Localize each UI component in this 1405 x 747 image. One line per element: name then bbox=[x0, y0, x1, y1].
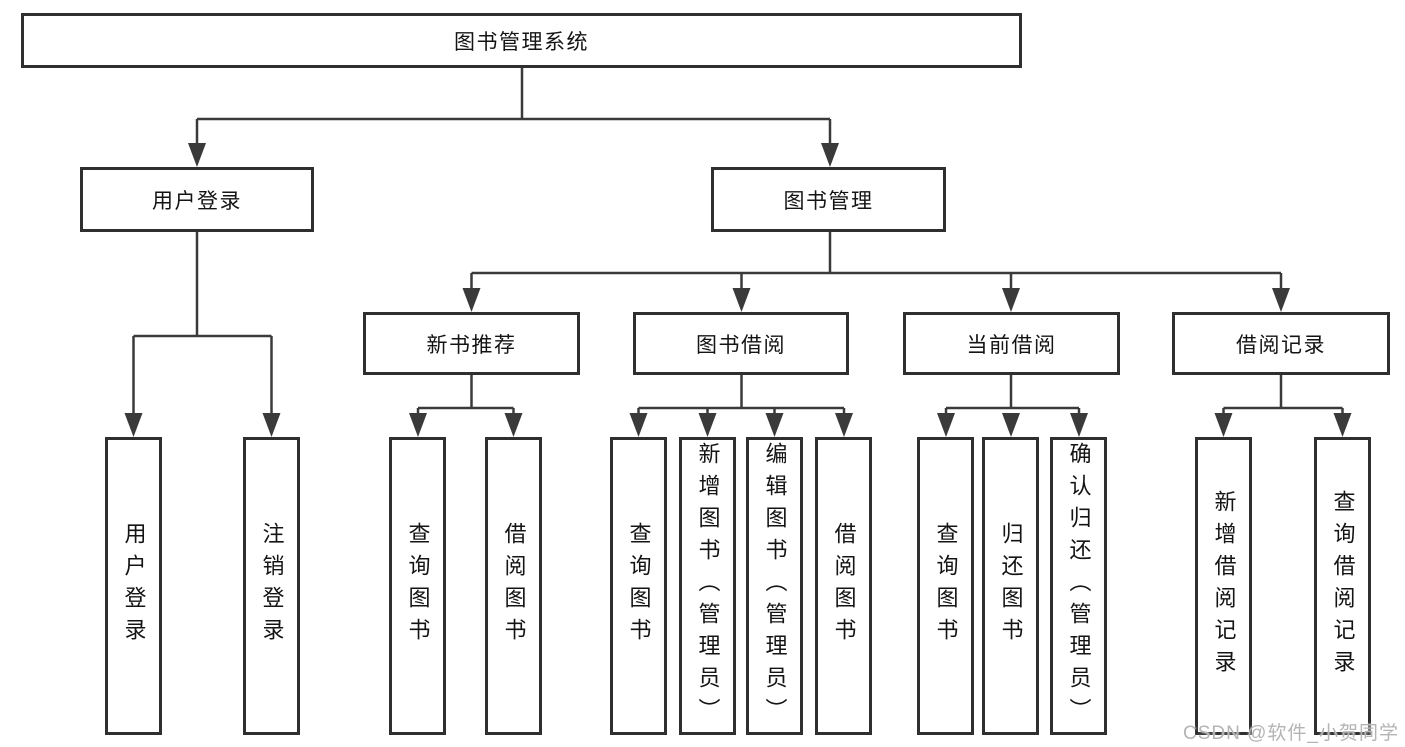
leaf-borrow-books-recommendation: 借阅图书 bbox=[485, 437, 542, 735]
leaf-label: 查询图书 bbox=[933, 522, 959, 650]
leaf-confirm-return-admin: 确认归还（管理员） bbox=[1050, 437, 1107, 735]
node-library-management-system: 图书管理系统 bbox=[21, 13, 1022, 68]
node-label: 图书借阅 bbox=[696, 333, 786, 357]
node-label: 用户登录 bbox=[152, 189, 242, 213]
leaf-query-books-borrowing: 查询图书 bbox=[610, 437, 667, 735]
leaf-label: 编辑图书（管理员） bbox=[762, 442, 788, 730]
leaf-add-borrowing-record: 新增借阅记录 bbox=[1195, 437, 1252, 735]
connector-book-management-children bbox=[462, 232, 1290, 312]
connector-user-login-children bbox=[124, 232, 281, 437]
leaf-add-books-admin: 新增图书（管理员） bbox=[679, 437, 736, 735]
connector-records-children bbox=[1214, 375, 1352, 437]
connector-recommendation-children bbox=[409, 375, 523, 437]
node-label: 新书推荐 bbox=[426, 333, 517, 357]
leaf-label: 借阅图书 bbox=[831, 522, 857, 650]
leaf-query-books-recommendation: 查询图书 bbox=[389, 437, 446, 735]
leaf-label: 新增图书（管理员） bbox=[695, 442, 721, 730]
leaf-label: 注销登录 bbox=[259, 522, 285, 650]
leaf-label: 查询借阅记录 bbox=[1330, 490, 1356, 682]
leaf-return-books: 归还图书 bbox=[982, 437, 1039, 735]
node-label: 图书管理 bbox=[783, 189, 874, 213]
leaf-query-books-current: 查询图书 bbox=[917, 437, 974, 735]
leaf-label: 新增借阅记录 bbox=[1211, 490, 1237, 682]
leaf-borrow-books-borrowing: 借阅图书 bbox=[815, 437, 872, 735]
node-label: 借阅记录 bbox=[1236, 333, 1326, 357]
leaf-label: 查询图书 bbox=[405, 522, 431, 650]
leaf-label: 用户登录 bbox=[121, 522, 147, 650]
leaf-edit-books-admin: 编辑图书（管理员） bbox=[746, 437, 803, 735]
csdn-watermark: CSDN @软件_小贺同学 bbox=[1183, 723, 1399, 744]
node-new-book-recommendation: 新书推荐 bbox=[363, 312, 580, 375]
node-label: 当前借阅 bbox=[966, 333, 1057, 357]
leaf-logout: 注销登录 bbox=[243, 437, 300, 735]
leaf-label: 确认归还（管理员） bbox=[1066, 442, 1092, 730]
node-label: 图书管理系统 bbox=[454, 30, 589, 54]
leaf-user-login: 用户登录 bbox=[105, 437, 162, 735]
connector-current-borrowing-children bbox=[937, 375, 1088, 437]
leaf-label: 借阅图书 bbox=[501, 522, 527, 650]
node-user-login: 用户登录 bbox=[80, 167, 314, 232]
connector-root-to-level2 bbox=[188, 68, 839, 167]
leaf-label: 查询图书 bbox=[626, 522, 652, 650]
node-borrowing-records: 借阅记录 bbox=[1172, 312, 1390, 375]
leaf-query-borrowing-record: 查询借阅记录 bbox=[1314, 437, 1371, 735]
connector-borrowing-children bbox=[629, 375, 853, 437]
node-book-management: 图书管理 bbox=[711, 167, 946, 232]
node-current-borrowing: 当前借阅 bbox=[903, 312, 1120, 375]
node-book-borrowing: 图书借阅 bbox=[633, 312, 849, 375]
leaf-label: 归还图书 bbox=[998, 522, 1024, 650]
